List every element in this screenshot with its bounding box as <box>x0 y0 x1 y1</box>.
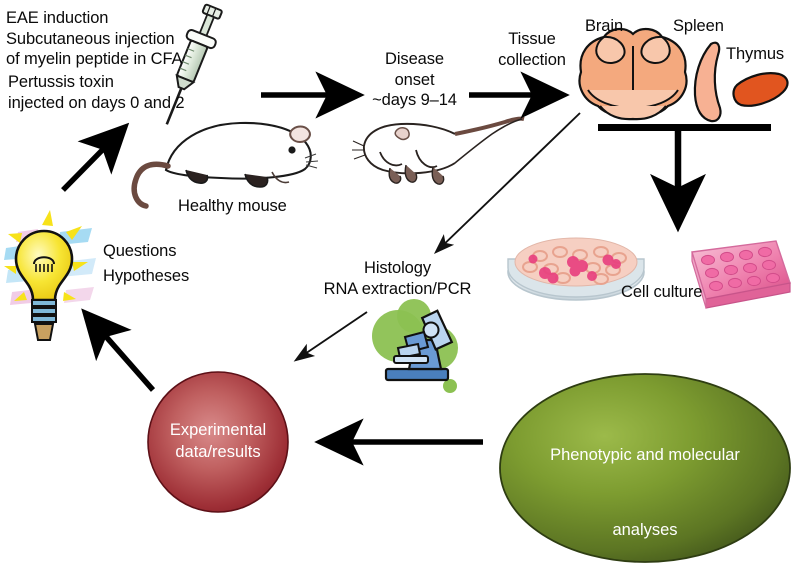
brain-icon <box>578 27 688 121</box>
arrow-tissue-to-histology <box>433 112 581 254</box>
hypotheses-label: Hypotheses <box>103 267 190 285</box>
petri-dish-icon <box>507 237 645 301</box>
arrow-results-to-lightbulb <box>81 308 156 392</box>
questions-label: Questions <box>103 242 177 260</box>
results-circle[interactable] <box>147 371 289 513</box>
microscope-icon <box>372 299 458 393</box>
spleen-label: Spleen <box>673 17 724 35</box>
arrow-histology-to-results <box>293 311 368 362</box>
thymus-icon <box>732 72 789 107</box>
healthy-mouse-label: Healthy mouse <box>178 197 287 215</box>
pertussis-label: Pertussis toxin injected on days 0 and 2 <box>8 73 185 112</box>
cell-culture-label: Cell culture <box>621 283 703 301</box>
tissue-collection-label: Tissue collection <box>498 30 566 69</box>
disease-onset-label: Disease onset ~days 9–14 <box>372 50 457 109</box>
induction-label: EAE induction Subcutaneous injection of … <box>6 9 183 68</box>
sick-mouse-icon <box>352 116 525 185</box>
histology-label: Histology RNA extraction/PCR <box>323 259 472 298</box>
analyses-ellipse[interactable] <box>499 373 791 563</box>
arrow-lightbulb-to-healthy <box>61 122 130 192</box>
thymus-label: Thymus <box>726 45 785 63</box>
syringe-icon <box>165 3 223 125</box>
connector-tissue-branch <box>598 124 771 233</box>
lightbulb-icon <box>4 210 96 341</box>
mouse-icon <box>131 121 319 209</box>
well-plate-icon <box>691 240 791 309</box>
spleen-icon <box>693 41 722 123</box>
brain-label: Brain <box>585 17 624 35</box>
